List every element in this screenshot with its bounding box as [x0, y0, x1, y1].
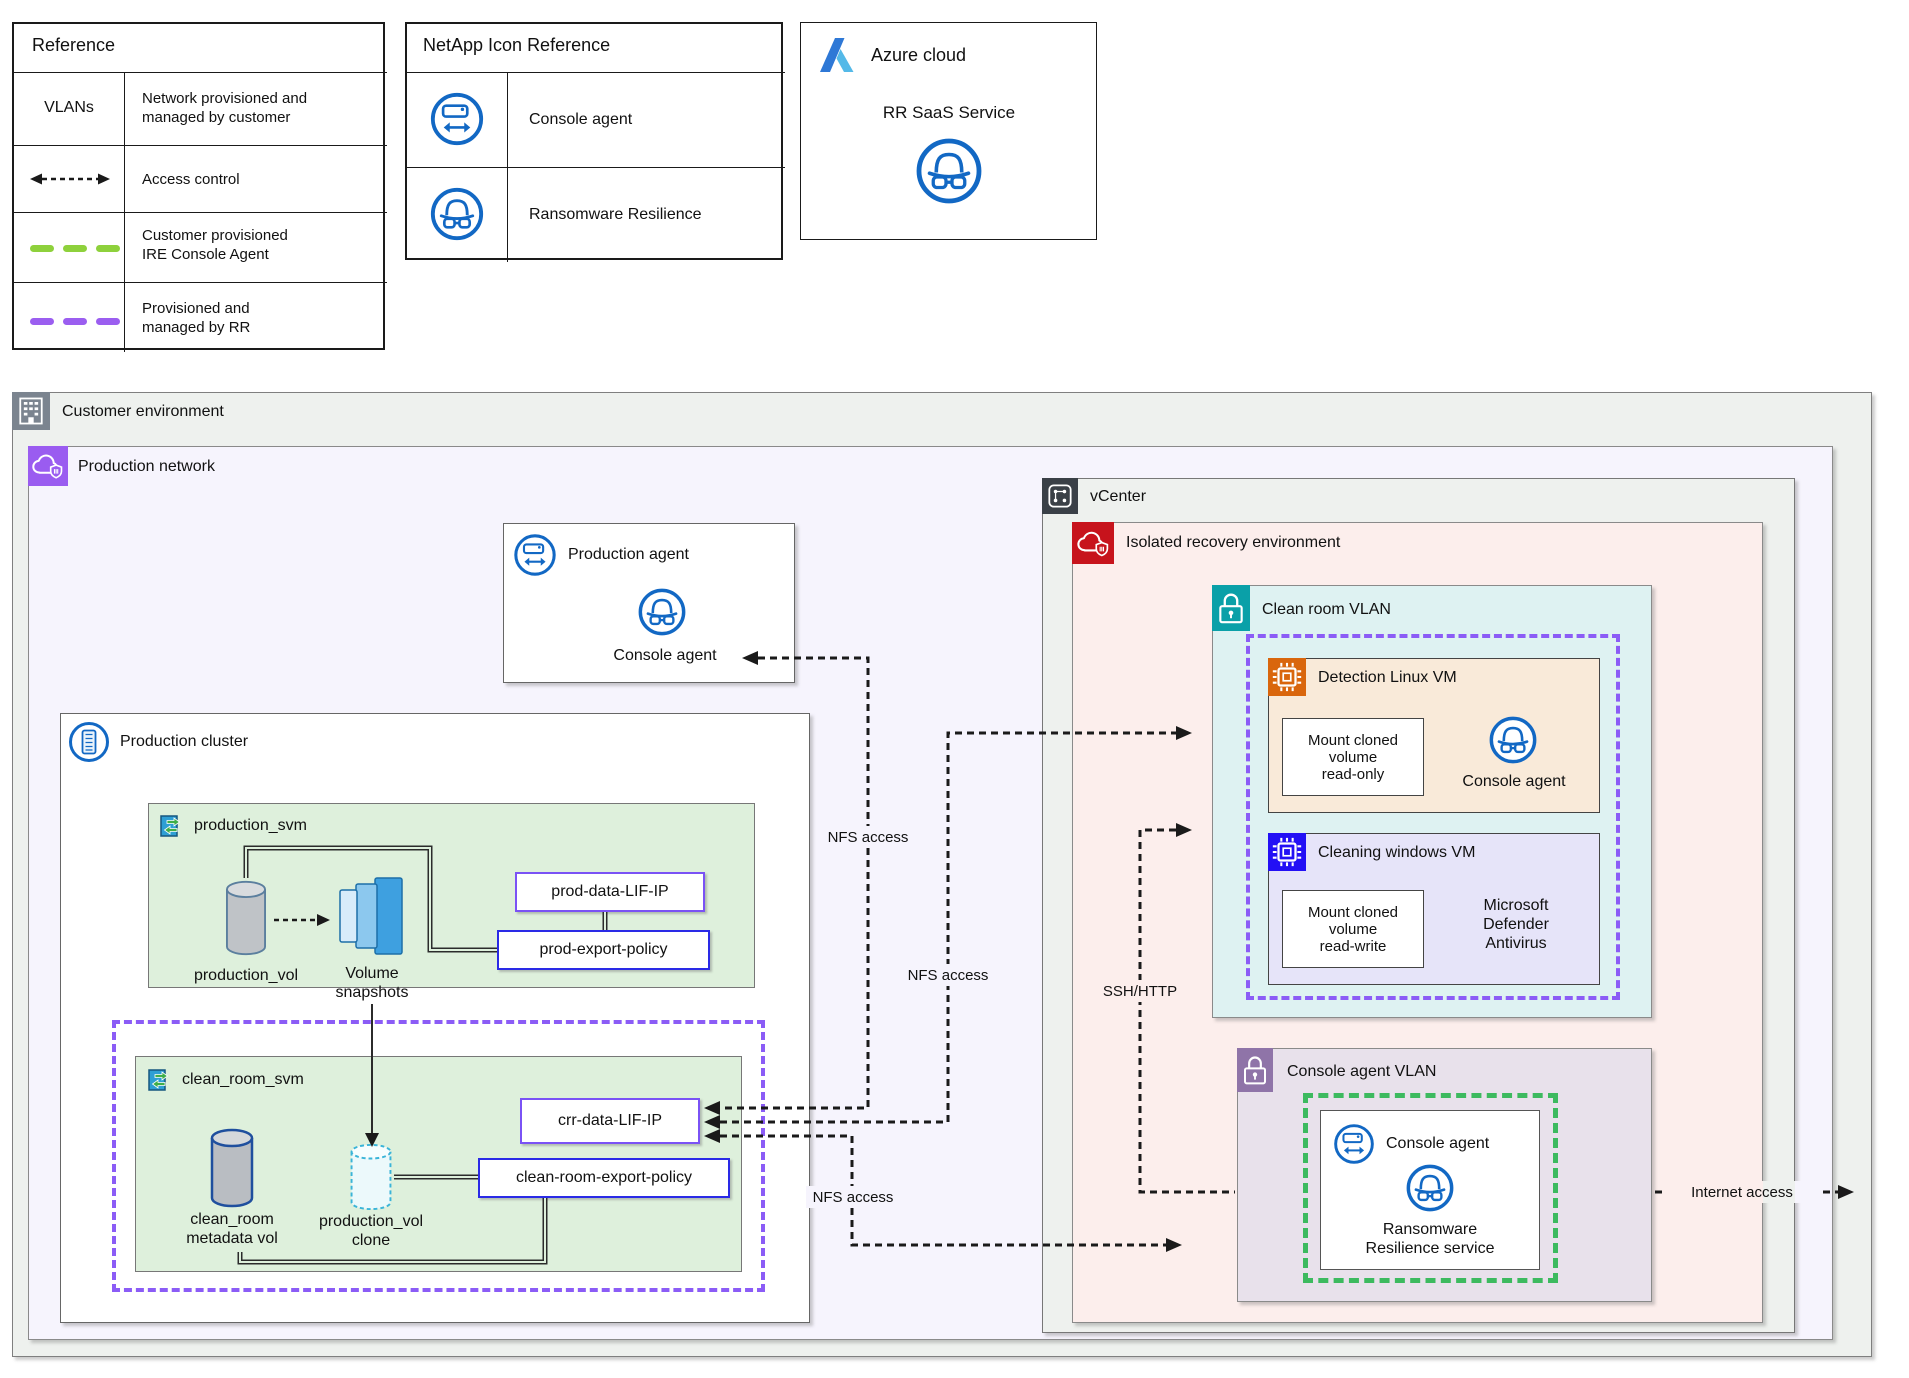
mount-read-write-label: Mount cloned volume read-write	[1307, 903, 1399, 955]
cleaning-vm-title: Cleaning windows VM	[1318, 844, 1476, 861]
console-agent-green-dashed-border	[1303, 1093, 1558, 1283]
console-agent-vlan-label: Console agent VLAN	[1287, 1063, 1437, 1080]
nfs-access-label-3: NFS access	[806, 1186, 900, 1208]
building-icon	[12, 392, 50, 430]
legend-vlans-desc: Network provisioned and managed by custo…	[142, 90, 308, 126]
production-agent-console-label: Console agent	[613, 647, 717, 664]
ssh-http-label: SSH/HTTP	[1086, 980, 1194, 1002]
netapp-icon-reference: NetApp Icon Reference Console agent Rans…	[405, 22, 785, 262]
legend-access-desc: Access control	[142, 171, 240, 188]
clean-room-svm-label: clean_room_svm	[182, 1071, 304, 1088]
production-cluster-icon	[68, 721, 110, 763]
legend-vlans-symbol: VLANs	[44, 99, 94, 116]
prod-export-policy-box: prod-export-policy	[497, 930, 710, 970]
production-vol-label: production_vol	[193, 967, 299, 984]
mount-read-only-box: Mount cloned volume read-only	[1282, 718, 1424, 796]
customer-environment-label: Customer environment	[62, 403, 224, 420]
volume-snapshots-icon	[339, 877, 403, 955]
volume-snapshots-label: Volume snapshots	[335, 965, 409, 1002]
clean-room-svm-icon	[146, 1066, 174, 1094]
rr-service-label: Ransomware Resilience service	[1365, 1221, 1495, 1258]
clean-room-metadata-vol-label: clean_room metadata vol	[186, 1211, 278, 1248]
legend-purple-desc: Provisioned and managed by RR	[142, 300, 251, 336]
vcenter-label: vCenter	[1090, 488, 1147, 505]
clean-room-vlan-lock-icon	[1212, 585, 1250, 631]
prod-data-lif-box: prod-data-LIF-IP	[515, 872, 705, 912]
access-control-arrow-icon	[30, 173, 110, 185]
console-agent-vlan-spy-icon	[1404, 1162, 1456, 1214]
detection-vm-console-agent-label: Console agent	[1462, 773, 1566, 790]
legend-green-desc: Customer provisioned IRE Console Agent	[142, 227, 288, 263]
clean-room-export-policy-box: clean-room-export-policy	[478, 1158, 730, 1198]
production-agent-spy-icon	[636, 586, 688, 638]
production-vol-clone-label: production_vol clone	[318, 1213, 424, 1250]
cleaning-vm-chip-icon	[1268, 833, 1306, 871]
reference-legend: Reference VLANs Network provisioned and …	[12, 22, 387, 352]
production-vol-cylinder	[226, 880, 266, 956]
azure-title: Azure cloud	[871, 45, 967, 65]
azure-cloud-box: Azure cloud RR SaaS Service	[800, 22, 1097, 240]
mount-read-only-label: Mount cloned volume read-only	[1307, 731, 1399, 783]
nfs-access-label-2: NFS access	[898, 964, 998, 986]
netapp-rr-label: Ransomware Resilience	[529, 206, 702, 223]
production-cluster-label: Production cluster	[120, 733, 249, 750]
clean-room-export-policy-label: clean-room-export-policy	[515, 1169, 693, 1186]
console-agent-icon	[428, 90, 486, 148]
azure-logo-icon	[815, 33, 859, 77]
crr-data-lif-box: crr-data-LIF-IP	[520, 1098, 700, 1144]
defender-antivirus-label: Microsoft Defender Antivirus	[1483, 897, 1549, 953]
crr-data-lif-label: crr-data-LIF-IP	[557, 1112, 662, 1129]
clean-room-vlan-label: Clean room VLAN	[1262, 601, 1391, 618]
production-network-cloud-shield-icon	[28, 446, 68, 486]
prod-export-policy-label: prod-export-policy	[539, 941, 668, 958]
production-svm-label: production_svm	[194, 817, 307, 834]
console-agent-vlan-console-label: Console agent	[1386, 1135, 1490, 1152]
clean-room-metadata-vol-cylinder	[210, 1128, 254, 1208]
netapp-console-agent-label: Console agent	[529, 111, 633, 128]
rr-saas-spy-icon	[913, 135, 985, 207]
netapp-icon-reference-title: NetApp Icon Reference	[423, 35, 611, 55]
prod-data-lif-label: prod-data-LIF-IP	[551, 883, 669, 900]
production-svm-icon	[158, 812, 186, 840]
production-vol-clone-cylinder	[350, 1143, 392, 1211]
detection-vm-title: Detection Linux VM	[1318, 669, 1457, 686]
ire-cloud-shield-icon	[1072, 522, 1114, 564]
rr-managed-dash-icon	[30, 312, 120, 330]
production-agent-title: Production agent	[568, 546, 689, 563]
vcenter-circuit-icon	[1042, 478, 1078, 514]
nfs-access-label-1: NFS access	[818, 826, 918, 848]
mount-read-write-box: Mount cloned volume read-write	[1282, 890, 1424, 968]
console-agent-vlan-console-icon	[1332, 1122, 1376, 1166]
reference-legend-title: Reference	[32, 35, 116, 55]
console-agent-vlan-lock-icon	[1237, 1048, 1273, 1092]
azure-service-label: RR SaaS Service	[882, 103, 1016, 122]
internet-access-label: Internet access	[1666, 1181, 1818, 1203]
ransomware-resilience-icon	[428, 185, 486, 243]
ire-label: Isolated recovery environment	[1126, 534, 1341, 551]
customer-ire-dash-icon	[30, 239, 120, 257]
production-network-label: Production network	[78, 458, 215, 475]
clean-room-vms-rr-dashed-border	[1246, 634, 1620, 1000]
detection-vm-spy-icon	[1487, 714, 1539, 766]
detection-vm-chip-icon	[1268, 658, 1306, 696]
production-agent-console-icon	[512, 532, 558, 578]
